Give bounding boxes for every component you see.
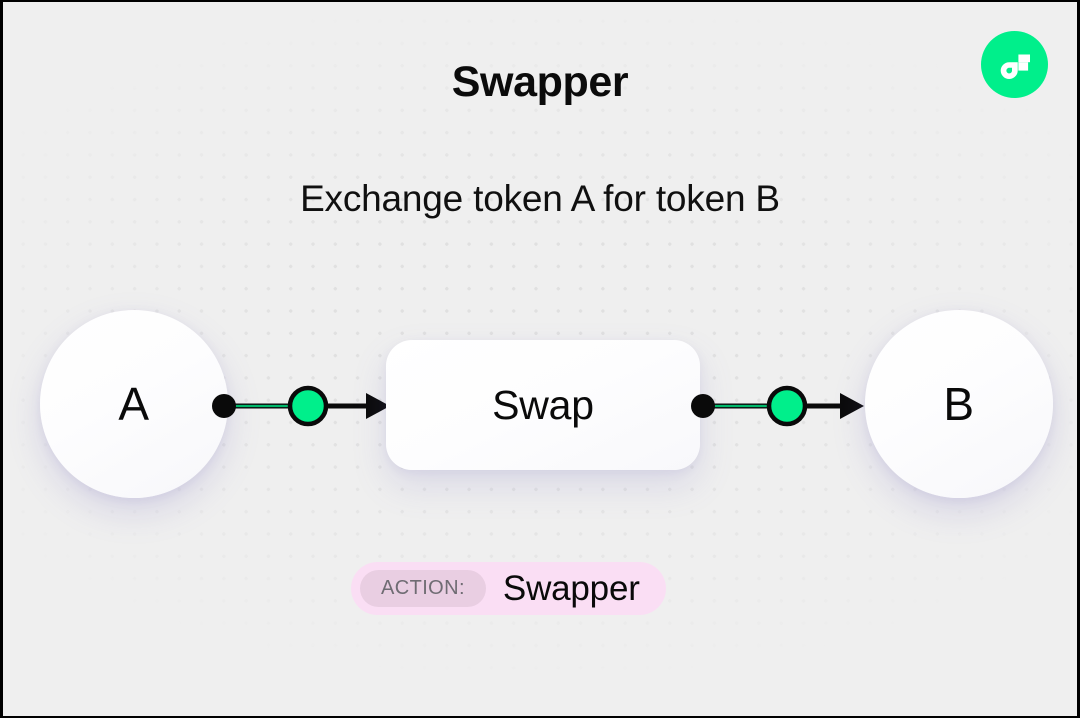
diagram-canvas: Swapper Exchange token A for token B A S… bbox=[3, 2, 1077, 716]
page-subtitle: Exchange token A for token B bbox=[300, 178, 780, 219]
edge-source-dot bbox=[691, 394, 715, 418]
node-swap-label: Swap bbox=[492, 381, 594, 428]
action-badge: ACTION: Swapper bbox=[351, 562, 666, 615]
node-token-a[interactable]: A bbox=[40, 310, 228, 498]
edge-swap-to-b[interactable] bbox=[690, 380, 868, 432]
page-title: Swapper bbox=[451, 58, 629, 106]
edge-source-dot bbox=[212, 394, 236, 418]
node-token-b-label: B bbox=[943, 378, 975, 430]
flow-logo-icon bbox=[981, 31, 1048, 98]
node-token-b[interactable]: B bbox=[865, 310, 1053, 498]
edge-handle-dot bbox=[287, 385, 329, 427]
node-token-a-label: A bbox=[118, 378, 150, 430]
arrow-head-icon bbox=[840, 393, 864, 419]
action-badge-value: Swapper bbox=[502, 568, 640, 608]
action-badge-label: ACTION: bbox=[360, 570, 486, 607]
node-swap[interactable]: Swap bbox=[386, 340, 700, 470]
edge-handle-dot bbox=[766, 385, 808, 427]
arrow-head-icon bbox=[366, 393, 390, 419]
edge-a-to-swap[interactable] bbox=[206, 380, 396, 432]
